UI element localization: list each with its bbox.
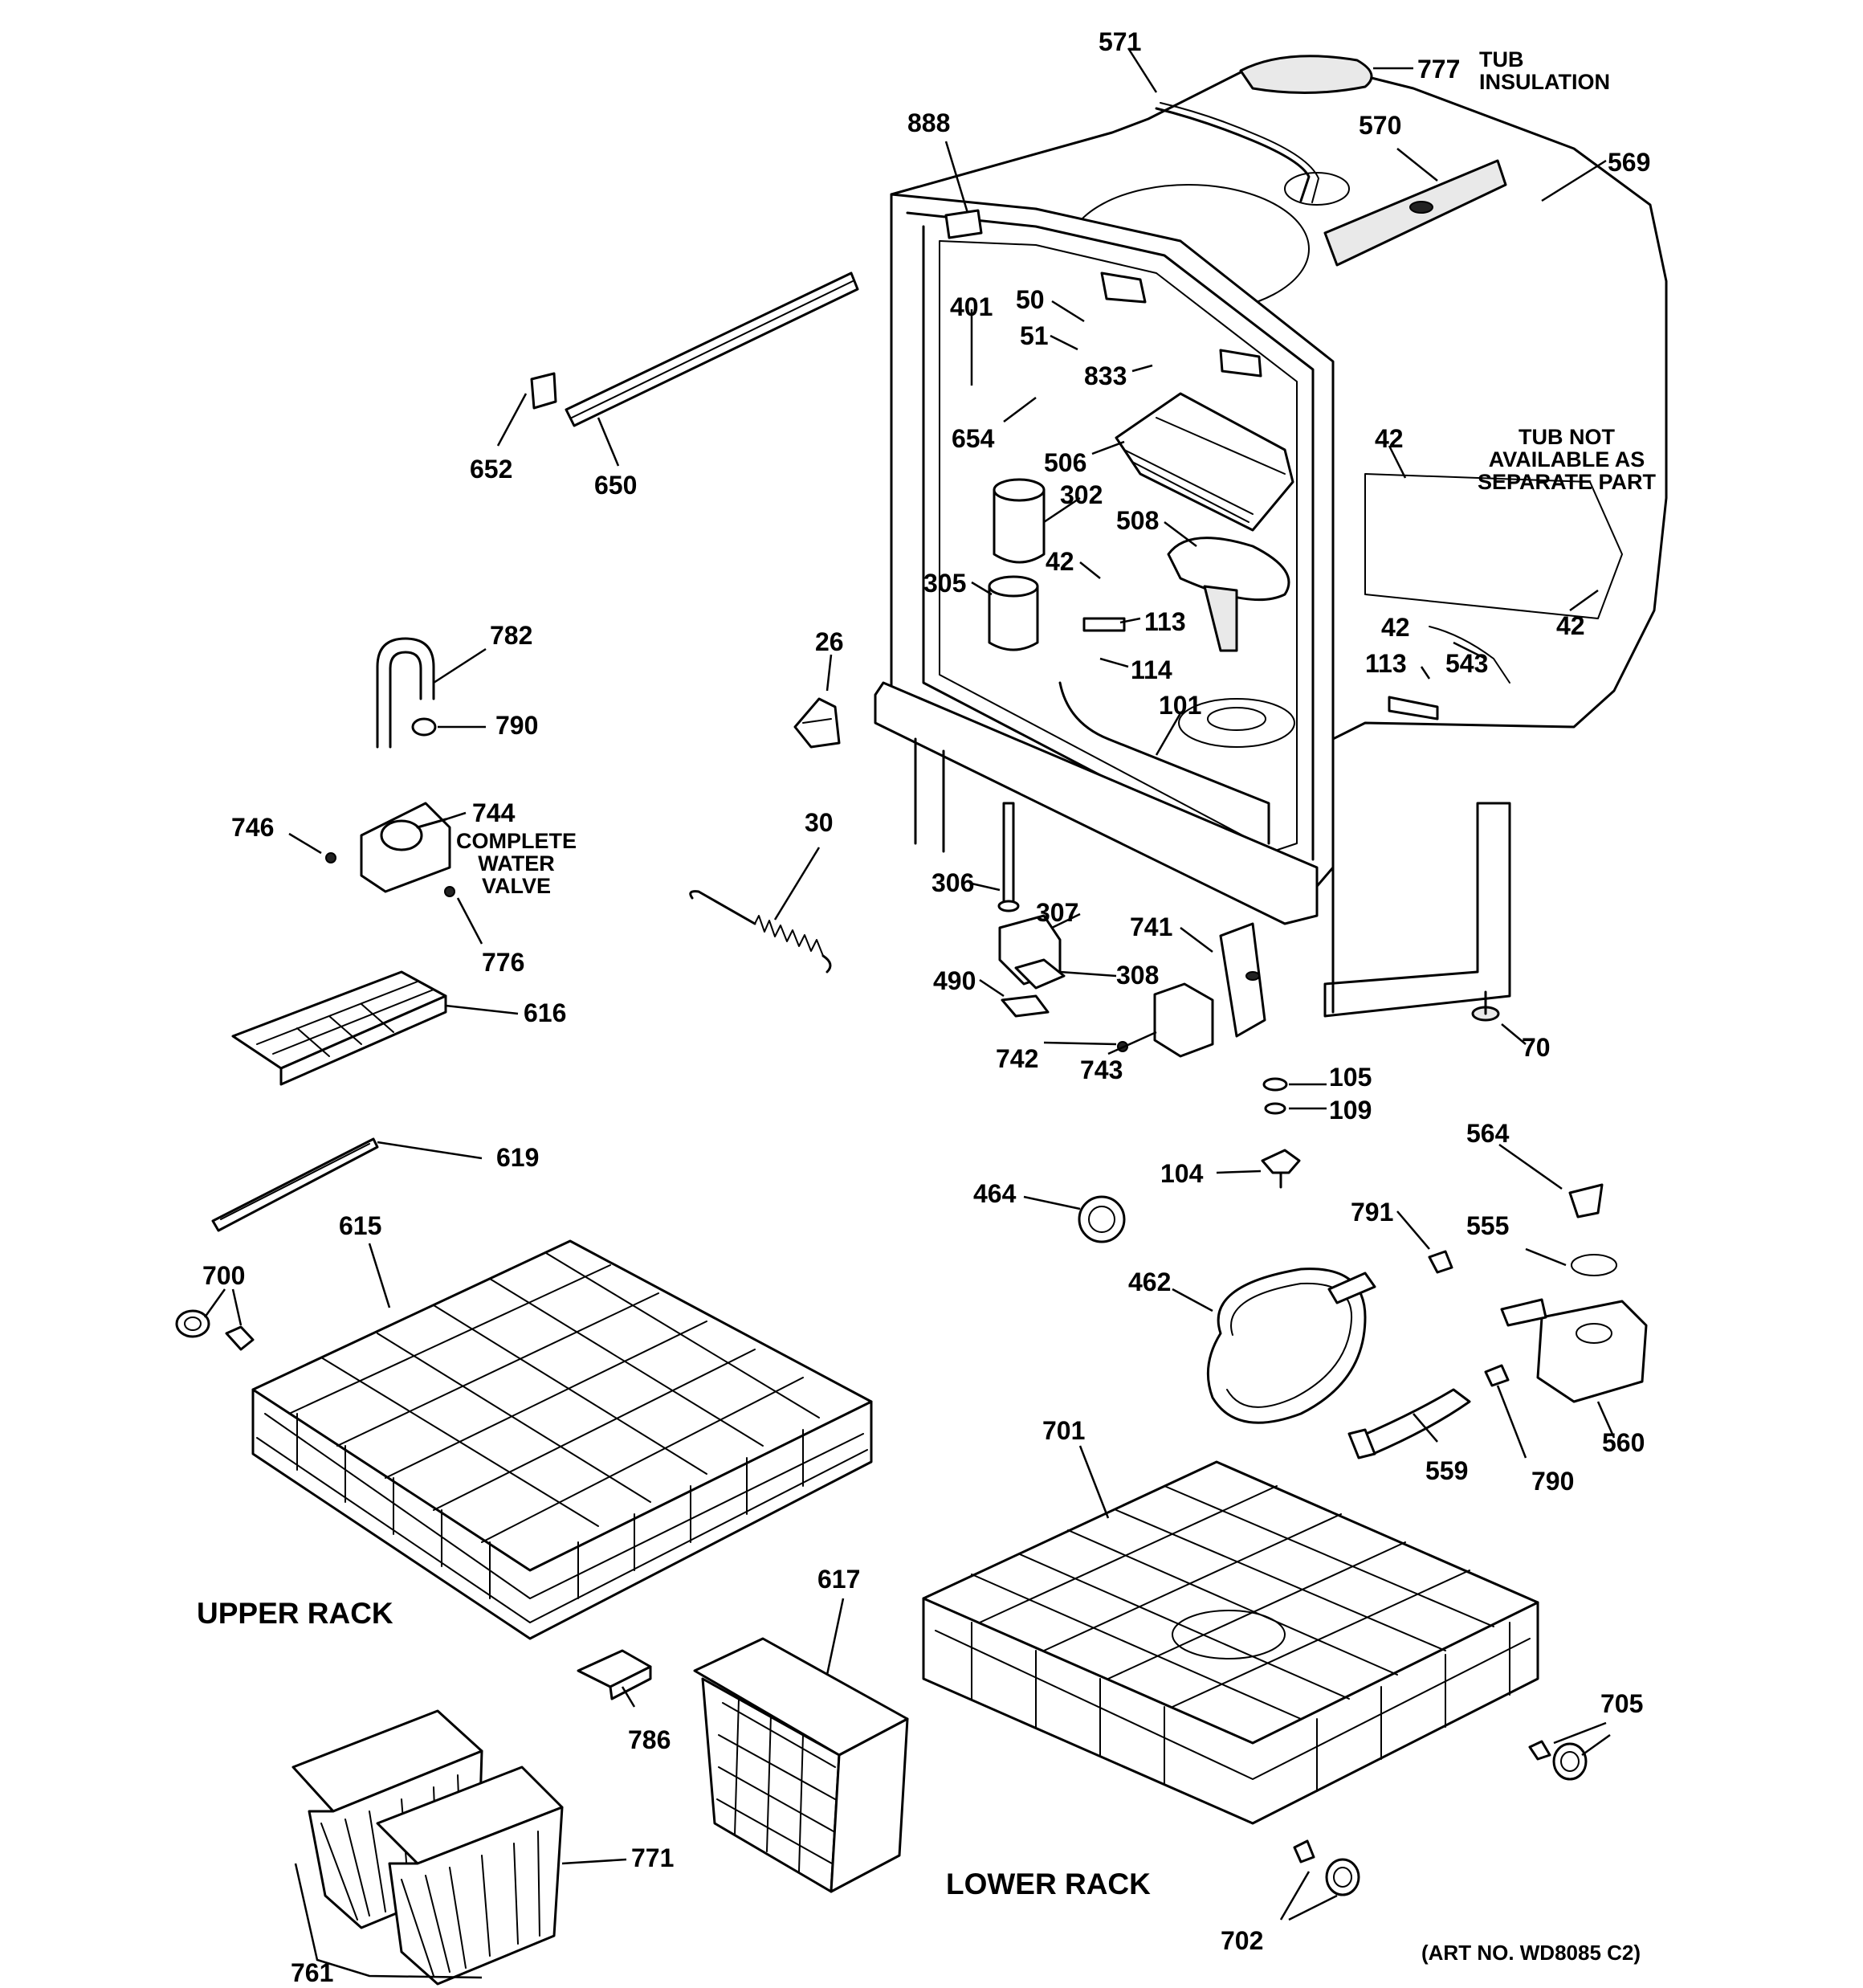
part-label-617: 617 xyxy=(817,1565,861,1594)
part-label-306: 306 xyxy=(932,868,975,897)
note-tub-not-available: TUB NOT AVAILABLE AS SEPARATE PART xyxy=(1478,425,1657,494)
part-label-307: 307 xyxy=(1036,898,1079,927)
part-label-42-b: 42 xyxy=(1046,547,1074,576)
misc-under-parts xyxy=(997,802,1648,1896)
part-label-51: 51 xyxy=(1020,321,1049,350)
art-number: (ART NO. WD8085 C2) xyxy=(1421,1941,1641,1965)
part-label-705: 705 xyxy=(1600,1689,1644,1718)
part-label-560: 560 xyxy=(1602,1428,1645,1457)
part-label-105: 105 xyxy=(1329,1063,1372,1092)
part-label-42-c: 42 xyxy=(1381,613,1410,642)
spring-30 xyxy=(689,890,832,974)
part-label-114: 114 xyxy=(1131,655,1172,684)
leader-lines xyxy=(203,47,1616,1979)
part-label-401: 401 xyxy=(950,292,993,321)
basket-617 xyxy=(693,1637,909,1893)
basket-771-761 xyxy=(291,1709,564,1986)
hose-782-790 xyxy=(376,637,437,749)
part-label-786: 786 xyxy=(628,1725,671,1754)
part-label-101: 101 xyxy=(1159,691,1202,720)
section-title-lower-rack: LOWER RACK xyxy=(946,1868,1151,1900)
part-label-700: 700 xyxy=(202,1261,246,1290)
part-label-569: 569 xyxy=(1608,148,1651,177)
part-label-571: 571 xyxy=(1099,27,1142,56)
part-label-462: 462 xyxy=(1128,1268,1172,1296)
filter-616 xyxy=(231,970,447,1086)
part-label-26: 26 xyxy=(815,627,844,656)
rail-619 xyxy=(211,1137,379,1232)
part-label-564: 564 xyxy=(1466,1119,1510,1148)
part-label-741: 741 xyxy=(1130,912,1173,941)
clip-26 xyxy=(793,697,841,749)
part-label-777: 777 xyxy=(1417,55,1461,84)
part-label-506: 506 xyxy=(1044,448,1087,477)
note-complete-water-valve: COMPLETE WATER VALVE xyxy=(456,829,577,898)
part-label-790-a: 790 xyxy=(495,711,539,740)
part-label-743: 743 xyxy=(1080,1055,1123,1084)
part-label-791: 791 xyxy=(1351,1198,1394,1227)
rail-650-652 xyxy=(530,271,859,427)
cover-786 xyxy=(577,1649,652,1700)
part-label-490: 490 xyxy=(933,966,976,995)
part-label-30: 30 xyxy=(805,808,834,837)
water-valve-744 xyxy=(325,802,455,897)
section-title-upper-rack: UPPER RACK xyxy=(197,1597,393,1630)
part-label-113-b: 113 xyxy=(1365,649,1407,678)
part-label-615: 615 xyxy=(339,1211,382,1240)
part-label-570: 570 xyxy=(1359,111,1402,140)
part-label-888: 888 xyxy=(907,108,951,137)
part-label-742: 742 xyxy=(996,1044,1039,1073)
part-label-833: 833 xyxy=(1084,361,1127,390)
part-label-42-d: 42 xyxy=(1556,611,1585,640)
part-label-776: 776 xyxy=(482,948,525,977)
roller-700 xyxy=(175,1309,255,1351)
part-label-761: 761 xyxy=(291,1958,334,1987)
part-label-744: 744 xyxy=(472,798,516,827)
part-label-113-a: 113 xyxy=(1144,607,1186,636)
part-label-654: 654 xyxy=(952,424,995,453)
part-label-508: 508 xyxy=(1116,506,1160,535)
part-label-650: 650 xyxy=(594,471,638,500)
part-label-616: 616 xyxy=(524,998,567,1027)
part-label-70: 70 xyxy=(1522,1033,1551,1062)
part-label-782: 782 xyxy=(490,621,533,650)
part-label-619: 619 xyxy=(496,1143,540,1172)
part-label-50: 50 xyxy=(1016,285,1045,314)
part-label-771: 771 xyxy=(631,1843,675,1872)
part-label-308: 308 xyxy=(1116,961,1160,990)
note-tub-insulation: TUB INSULATION xyxy=(1479,47,1610,94)
part-label-543: 543 xyxy=(1445,649,1489,678)
part-label-559: 559 xyxy=(1425,1456,1469,1485)
part-label-701: 701 xyxy=(1042,1416,1086,1445)
part-label-302: 302 xyxy=(1060,480,1103,509)
part-label-652: 652 xyxy=(470,455,513,484)
part-label-702: 702 xyxy=(1221,1926,1264,1955)
part-label-555: 555 xyxy=(1466,1211,1510,1240)
lower-rack-701 xyxy=(922,1460,1539,1825)
part-label-790-b: 790 xyxy=(1531,1467,1575,1496)
upper-rack-615 xyxy=(251,1239,873,1640)
part-label-42-a: 42 xyxy=(1375,424,1404,453)
part-label-746: 746 xyxy=(231,813,275,842)
part-label-109: 109 xyxy=(1329,1096,1372,1125)
part-label-464: 464 xyxy=(973,1179,1017,1208)
part-label-305: 305 xyxy=(923,569,967,598)
tub-assembly xyxy=(874,55,1668,1018)
part-label-104: 104 xyxy=(1160,1159,1204,1188)
